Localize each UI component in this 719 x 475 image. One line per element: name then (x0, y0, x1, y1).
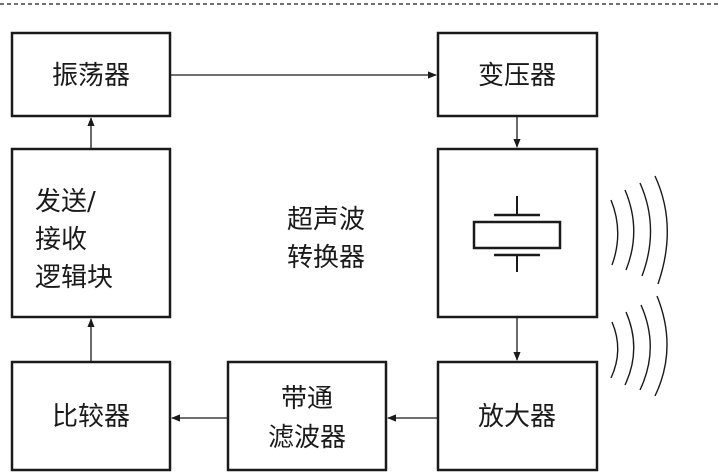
logic-label-line-1: 发送/ (35, 187, 96, 217)
comparator-label: 比较器 (52, 402, 130, 432)
amplifier-box (436, 360, 599, 472)
oscillator-box (10, 31, 172, 118)
bandpass-box (226, 360, 388, 472)
transducer-crystal-icon (472, 196, 562, 272)
center-label-line-2: 转换器 (287, 243, 365, 273)
bandpass-label-line-1: 带通 (281, 384, 333, 414)
oscillator-label: 振荡器 (52, 61, 130, 91)
amplifier-label: 放大器 (478, 402, 556, 432)
logic-label-line-3: 逻辑块 (35, 263, 113, 293)
logic-label-line-2: 接收 (35, 225, 87, 255)
logic-box (10, 147, 172, 319)
ultrasonic-wave-icon (610, 175, 668, 397)
transformer-box (436, 31, 599, 118)
transformer-label: 变压器 (478, 61, 556, 91)
bandpass-label-line-2: 滤波器 (268, 423, 346, 453)
center-label-line-1: 超声波 (287, 205, 365, 235)
